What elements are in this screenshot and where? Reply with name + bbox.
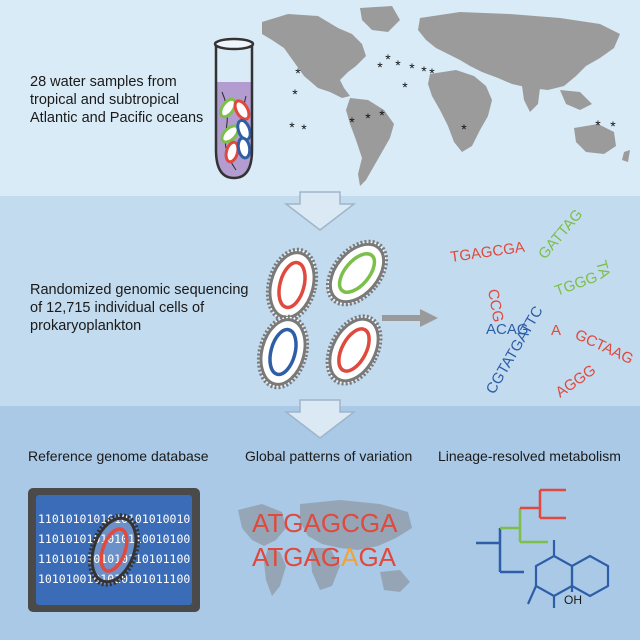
test-tube [213,37,255,180]
continent-north-america [262,14,366,98]
continent-eurasia [418,12,620,90]
phylogenetic-tree [476,488,566,574]
sampling-description-line: 28 water samples from [30,74,177,90]
variant-base: A [341,542,359,572]
sample-marker: * [377,59,383,75]
tree-branch-blue [476,528,524,574]
panel-sampling: * * * * * * * * * * * * * * * * * [0,0,640,196]
sample-marker: * [461,121,467,137]
database-cell [87,513,141,587]
sample-marker: * [385,51,391,67]
binary-row: 1101010101010110101100 [38,552,190,566]
sample-marker: * [295,65,301,81]
heading-global-patterns-of-variation: Global patterns of variation [245,448,412,464]
reference-sequence: ATGAGCGA [252,508,398,538]
cell-blue [236,136,252,160]
sample-marker: * [409,60,415,76]
continent-south-america [346,98,394,186]
sample-marker: * [402,79,408,95]
cell-red [233,99,251,121]
continent-new-zealand [622,150,630,162]
cell-red [224,140,240,164]
variant-sequence-suffix: GA [358,542,396,572]
cell-green [325,239,389,307]
sample-marker: * [301,121,307,137]
cell-green [219,97,237,119]
tree-branch-green [500,508,548,544]
continent-africa [428,70,492,152]
dna-fragment: CCG [484,288,507,324]
sample-marker: * [365,110,371,126]
hydroxyl-label: OH [564,593,582,607]
sequencing-description-line: of 12,715 individual cells of [30,300,205,316]
cell-red [265,247,319,323]
variant-sequence: ATGAGAGA [252,542,397,572]
heading-lineage-resolved-metabolism: Lineage-resolved metabolism [438,448,621,464]
variant-sequence-prefix: ATGAG [252,542,341,572]
dna-fragment: ACAG [486,321,529,338]
panel-sequencing-background [0,196,640,406]
dna-fragment: A [551,322,561,339]
sequenced-cells [256,239,389,390]
sample-marker: * [595,117,601,133]
cell-blue [256,314,310,390]
molecule-structure [526,540,610,608]
down-arrow-1 [283,191,357,231]
panel-outcomes: Reference genome database Global pattern… [0,399,640,640]
database-screen: 1101010101010101010010 11010101010101100… [28,488,200,612]
continent-india [522,86,540,112]
sample-marker: * [421,63,427,79]
binary-row: 1101010101010110010100 [38,532,190,546]
sample-marker: * [379,107,385,123]
variation-map [238,500,412,596]
continent-australia [574,124,616,154]
sample-marker: * [292,86,298,102]
tree-branch-red [520,488,566,520]
continent-greenland [360,6,400,32]
sequencing-description-line: Randomized genomic sequencing [30,282,248,298]
sample-marker: * [610,118,616,134]
sequencing-description: Randomized genomic sequencing of 12,715 … [30,282,252,334]
test-tube-outline [214,46,254,180]
screen-display [36,495,192,605]
heading-reference-genome-database: Reference genome database [28,448,209,464]
right-arrow [382,309,438,327]
sample-markers: * * * * * * * * * * * * * * * * * [289,51,616,137]
dna-fragment: TA [592,259,613,281]
down-arrow-2 [283,399,357,439]
sequencing-description-line: prokaryoplankton [30,318,141,334]
cell-red [325,314,383,386]
test-tube-rim [213,37,255,51]
world-map [262,6,630,186]
sampling-description-line: Atlantic and Pacific oceans [30,110,203,126]
sample-marker: * [429,65,435,81]
sampling-description-line: tropical and subtropical [30,92,179,108]
sample-marker: * [395,57,401,73]
sampling-description: 28 water samples from tropical and subtr… [30,74,203,126]
sample-marker: * [349,114,355,130]
continent-southeast-asia [560,90,592,110]
panel-sequencing: TGAGCGA CCG GATTAG TA TGGG CGTATGATTC AC… [0,191,640,406]
sample-marker: * [289,119,295,135]
